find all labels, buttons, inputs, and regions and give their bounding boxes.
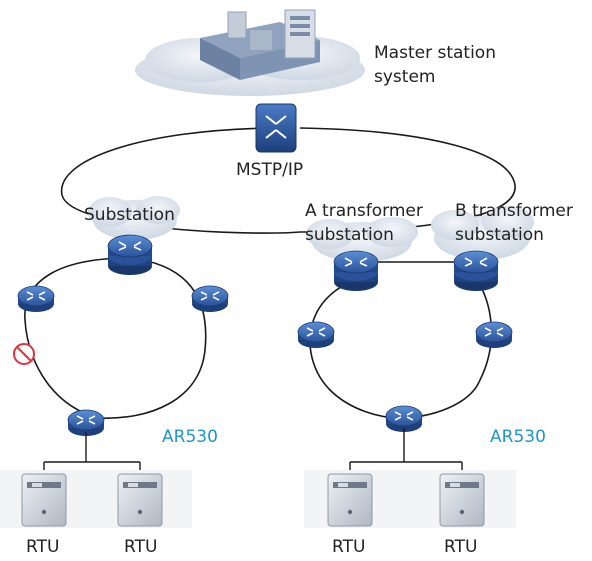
rtu-device-icon: [327, 473, 373, 527]
a-substation-label-line1: A transformer: [305, 201, 423, 221]
router-icon: [475, 321, 513, 349]
rtu-link-tree-right: [349, 428, 463, 474]
core-ring-link: [60, 127, 516, 234]
b-substation-label-line1: B transformer: [455, 201, 573, 221]
ar530-label-left: AR530: [162, 427, 218, 447]
rtu-label-1: RTU: [26, 537, 59, 557]
stacked-router-icon: [333, 250, 379, 292]
rtu-device-icon: [117, 473, 163, 527]
rtu-link-tree-left: [43, 432, 141, 474]
master-station-label-line1: Master station: [374, 43, 496, 63]
cloud-icon: [88, 196, 180, 240]
router-icon: [191, 285, 229, 313]
rtu-label-3: RTU: [332, 537, 365, 557]
rtu-label-2: RTU: [124, 537, 157, 557]
rtu-label-4: RTU: [444, 537, 477, 557]
stacked-router-icon: [107, 234, 153, 276]
ar530-label-right: AR530: [490, 427, 546, 447]
rtu-device-icon: [439, 473, 485, 527]
core-network-label: MSTP/IP: [236, 160, 303, 180]
router-icon: [17, 285, 55, 313]
master-station-label-line2: system: [374, 67, 435, 87]
substation-ring-link: [24, 257, 207, 419]
cloud-icon: [306, 217, 418, 262]
stacked-router-icon: [453, 250, 499, 292]
cloud-icon: [431, 206, 534, 260]
server-building-icon: [200, 9, 320, 80]
blocked-link-icon: [13, 343, 35, 365]
a-substation-label-line2: substation: [305, 225, 394, 245]
b-substation-label-line2: substation: [455, 225, 544, 245]
rtu-device-icon: [21, 473, 67, 527]
substation-label: Substation: [84, 205, 175, 225]
router-icon: [297, 321, 335, 349]
ab-ring-link: [309, 279, 493, 419]
core-switch-icon: [255, 103, 297, 153]
